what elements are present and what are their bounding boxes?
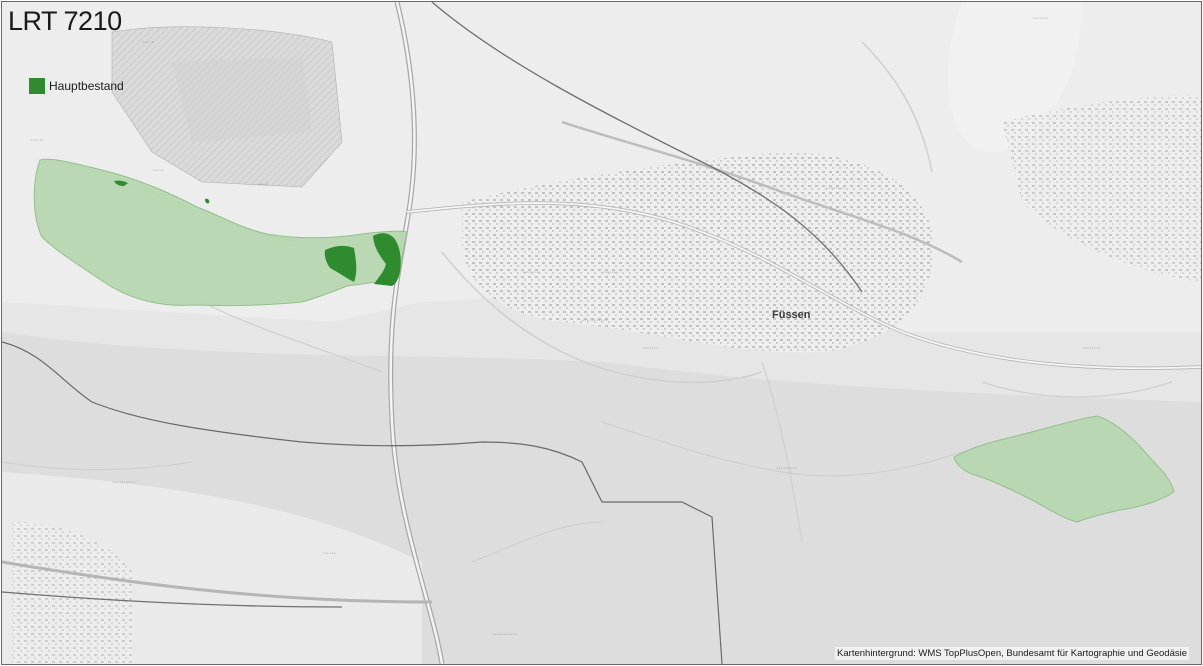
map-attribution: Kartenhintergrund: WMS TopPlusOpen, Bund… (835, 647, 1189, 660)
svg-text:···········: ··········· (582, 317, 608, 324)
svg-text:·····: ····· (257, 181, 269, 188)
svg-text:·········: ········· (776, 465, 797, 472)
svg-text:·······: ······· (72, 11, 88, 18)
svg-text:······: ······ (322, 550, 336, 557)
legend-swatch-main-stock (29, 78, 45, 94)
svg-text:·······: ······· (1032, 15, 1048, 22)
svg-text:·····: ····· (152, 167, 164, 174)
svg-text:········: ········ (826, 185, 845, 192)
habitat-area-east (953, 415, 1175, 523)
svg-text:·····: ····· (142, 39, 154, 46)
main-stock-patch-3 (114, 180, 128, 186)
svg-text:·······: ······· (642, 345, 658, 352)
main-stock-patch-2 (373, 233, 401, 286)
map-title: LRT 7210 (8, 6, 122, 36)
svg-text:··········: ·········· (112, 479, 135, 486)
legend-label-main-stock: Hauptbestand (49, 79, 124, 93)
svg-text:········: ········ (1082, 345, 1101, 352)
svg-text:········: ········ (522, 269, 541, 276)
main-stock-patch-1 (324, 245, 357, 282)
svg-text:······: ······ (30, 137, 44, 144)
svg-text:···········: ··········· (492, 631, 518, 638)
main-stock-patch-4 (205, 198, 210, 204)
town-label-fuessen: Füssen (772, 309, 811, 321)
svg-text:·······: ······· (602, 269, 618, 276)
map-legend: Hauptbestand (29, 78, 124, 94)
